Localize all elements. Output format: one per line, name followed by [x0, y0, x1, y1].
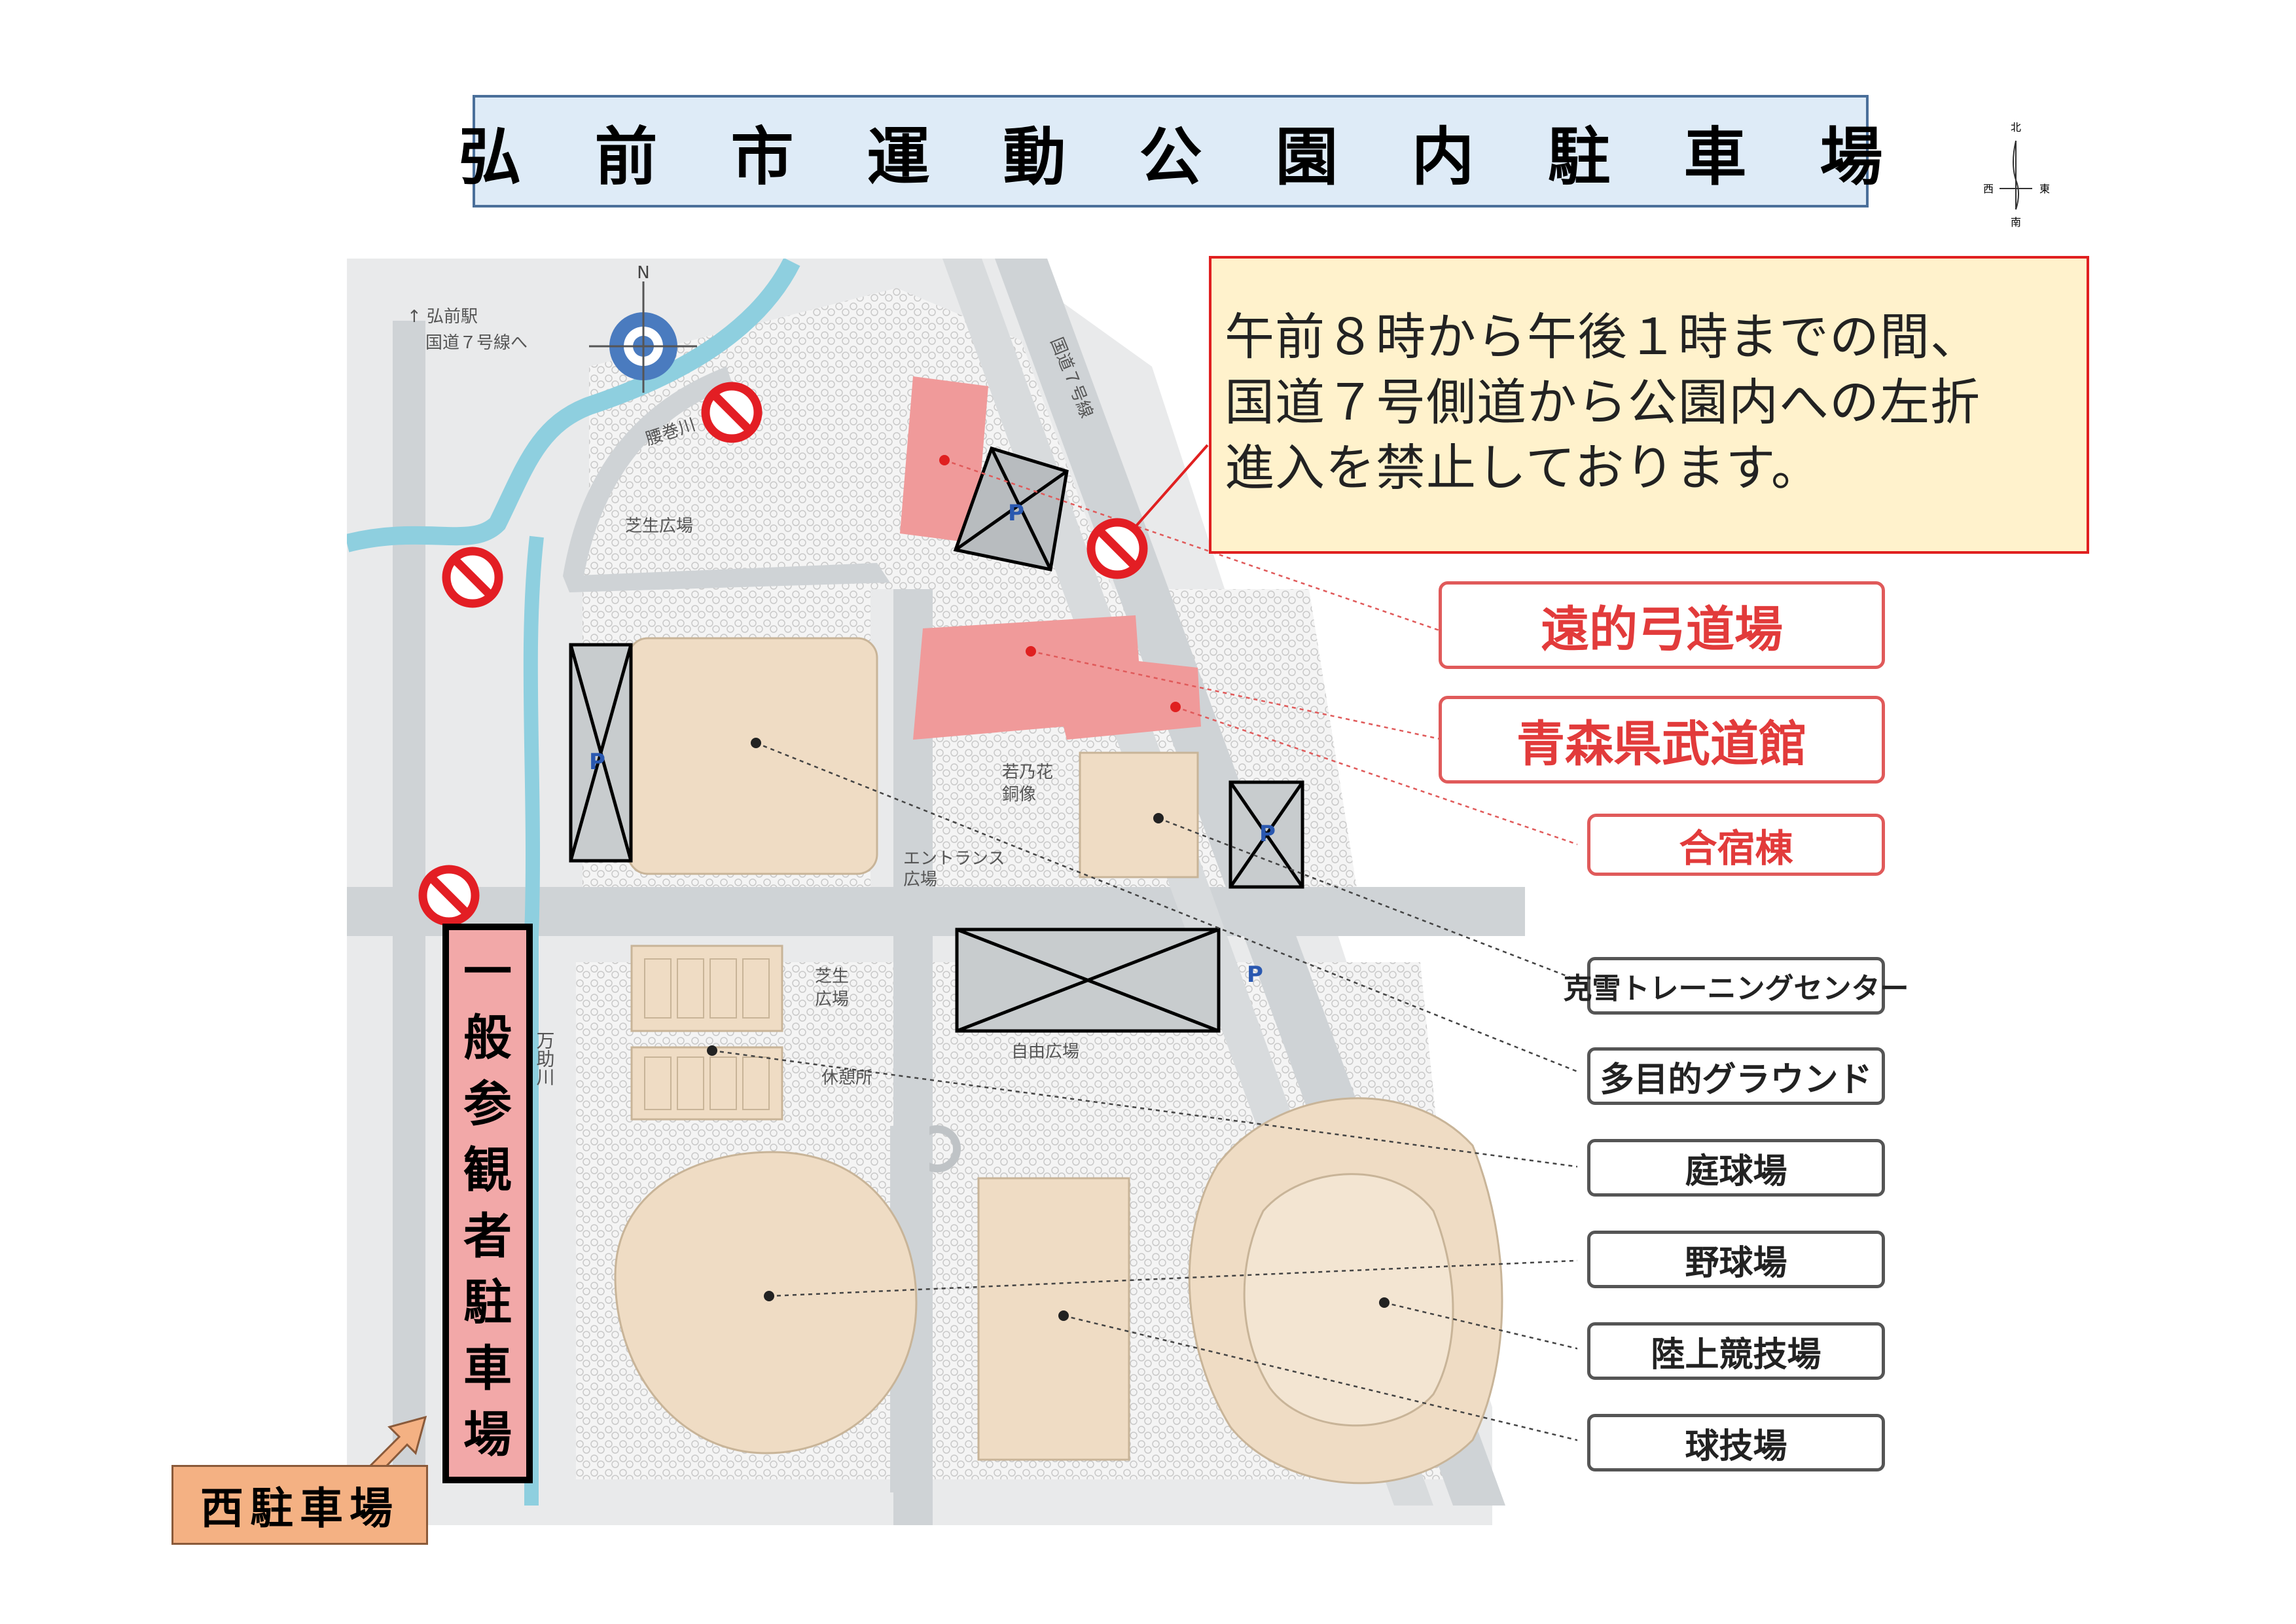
map-label-station: ↑ 弘前駅: [407, 307, 478, 327]
label-training-center: 克雪トレーニングセンター: [1564, 957, 1909, 1015]
compass-north-label: 北: [2011, 121, 2021, 134]
map-label-free-plaza: 自由広場: [1011, 1042, 1079, 1062]
general-parking-char: 場: [463, 1406, 512, 1463]
west-parking-label-box: 西駐車場: [171, 1465, 428, 1545]
label-gasshuku: 合宿棟: [1587, 814, 1885, 876]
page-title: 弘前市運動公園内駐車場: [458, 120, 1956, 194]
map-compass-icon: N: [589, 263, 697, 393]
notice-line-2: 国道７号側道から公園内への左折: [1225, 373, 1981, 431]
map-label-lawn2a: 芝生: [815, 967, 849, 986]
west-parking-label: 西駐車場: [200, 1483, 399, 1534]
no-entry-icons: [418, 382, 1148, 926]
general-parking-char: 一: [463, 943, 512, 1000]
notice-line-1: 午前８時から午後１時までの間、: [1225, 308, 1981, 366]
map-north-label: N: [637, 263, 649, 283]
parking-mark-4: P: [1247, 962, 1263, 988]
map-label-statue-a: 若乃花: [1002, 763, 1053, 782]
compass-east-label: 東: [2039, 183, 2050, 195]
map-label-entrance-b: 広場: [903, 870, 937, 890]
map-label-rest: 休憩所: [821, 1068, 872, 1088]
general-parking-char: 車: [463, 1340, 512, 1397]
label-multipurpose-ground: 多目的グラウンド: [1587, 1047, 1885, 1105]
label-budokan: 青森県武道館: [1439, 696, 1885, 784]
general-parking-char: 者: [463, 1208, 512, 1265]
compass-west-label: 西: [1983, 183, 1994, 195]
notice-box: 午前８時から午後１時までの間、 国道７号側道から公園内への左折 進入を禁止してお…: [1209, 256, 2089, 554]
general-parking-char: 参: [463, 1075, 512, 1132]
parking-mark-2: P: [1008, 500, 1024, 526]
compass-south-label: 南: [2011, 216, 2021, 228]
map-label-lawn2b: 広場: [815, 990, 849, 1009]
label-athletics: 陸上競技場: [1587, 1322, 1885, 1380]
label-tennis: 庭球場: [1587, 1139, 1885, 1197]
parking-mark-3: P: [1259, 821, 1276, 847]
general-parking-char: 観: [463, 1142, 512, 1199]
label-ball-field: 球技場: [1587, 1414, 1885, 1471]
parking-mark-1: P: [589, 749, 605, 775]
page-title-box: 弘前市運動公園内駐車場: [459, 95, 1883, 208]
map-label-statue-b: 銅像: [1002, 785, 1036, 804]
map-label-river-mansuke: 万助川: [534, 1031, 556, 1086]
notice-line-3: 進入を禁止しております。: [1225, 439, 1821, 497]
park-map: N ↑ 弘前駅 国道７号線へ 腰巻川 芝生広場 国道７号線 若乃花 銅像 エント…: [347, 259, 1577, 1532]
map-label-lawn1: 芝生広場: [625, 516, 693, 536]
map-label-route7: 国道７号線へ: [425, 333, 528, 353]
general-parking-char: 駐: [463, 1274, 512, 1331]
general-parking-box: 一 般 参 観 者 駐 車 場: [442, 924, 533, 1483]
label-kyudo: 遠的弓道場: [1439, 581, 1885, 669]
general-parking-char: 般: [463, 1009, 512, 1066]
label-baseball: 野球場: [1587, 1231, 1885, 1288]
map-label-entrance-a: エントランス: [903, 849, 1005, 869]
compass-small-icon: 北 西 東 南: [1983, 121, 2050, 228]
